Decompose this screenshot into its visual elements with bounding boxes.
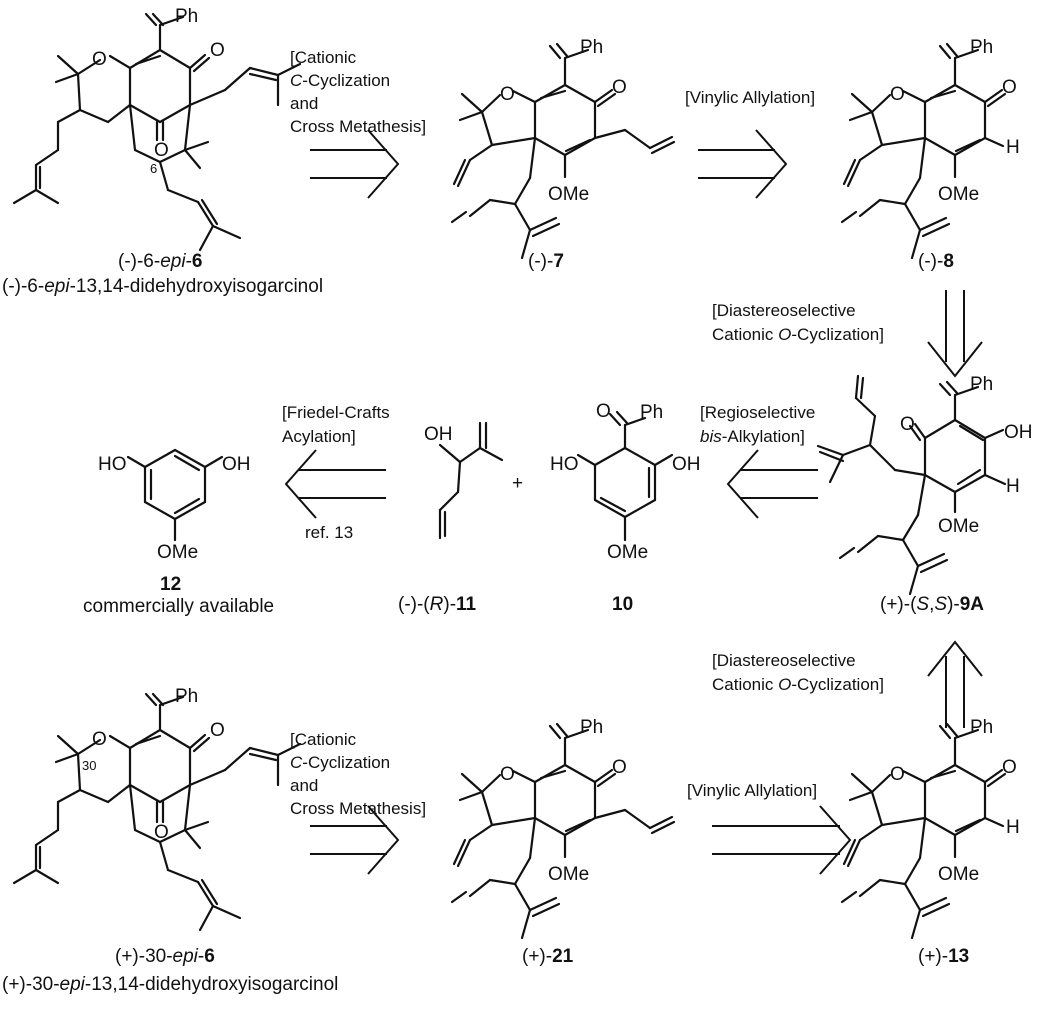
c8-ketone-o-atom: O — [1002, 77, 1017, 98]
compound-21-structure — [450, 722, 676, 940]
cond-top1-line1: [Cationic — [290, 48, 357, 67]
c12-oh-atom: OH — [222, 454, 251, 475]
c7-ph-atom: Ph — [580, 37, 603, 58]
c7-ketone-o-atom: O — [612, 77, 627, 98]
cond-mid2-ref: ref. 13 — [305, 523, 353, 542]
c21-ph-atom: Ph — [580, 717, 603, 738]
c13-ring-o-atom: O — [890, 764, 905, 785]
compound-11-structure — [438, 421, 504, 540]
cond-mid2-line1: [Friedel-Crafts — [282, 403, 390, 422]
c9a-h-atom: H — [1006, 476, 1020, 497]
compound-9A-structure — [816, 374, 1007, 596]
c30-stereo-tag: 30 — [82, 758, 96, 773]
c12-note: commercially available — [83, 596, 274, 617]
cond-mid2-line2: Acylation] — [282, 427, 356, 446]
cond-top1-line2: C-Cyclization — [290, 71, 390, 90]
cond-bot2-line1: [Vinylic Allylation] — [687, 781, 817, 800]
c10-ome-atom: OMe — [607, 542, 648, 563]
c6-name: (-)-6-epi-13,14-didehydroxyisogarcinol — [2, 276, 323, 297]
cond-mid1-line1: [Regioselective — [700, 403, 815, 422]
c30-label: (+)-30-epi-6 — [115, 946, 215, 967]
c9a-ome-atom: OMe — [938, 516, 979, 537]
c12-ome-atom: OMe — [157, 542, 198, 563]
compound-10-structure — [576, 410, 674, 542]
c10-ho-atom: HO — [550, 454, 579, 475]
c11-label: (-)-(R)-11 — [398, 594, 477, 615]
c13-ome-atom: OMe — [938, 864, 979, 885]
retro-arrow-up — [927, 640, 983, 728]
cond-bot1-line3: and — [290, 776, 318, 795]
compound-7-structure — [450, 42, 676, 260]
c13-ph-atom: Ph — [970, 717, 993, 738]
cond-bot1-line4: Cross Metathesis] — [290, 799, 426, 818]
cond-mid1-line2: bis-Alkylation] — [700, 427, 805, 446]
c9a-ph-atom: Ph — [970, 374, 993, 395]
c12-label: 12 — [160, 574, 181, 595]
c8-label: (-)-8 — [918, 251, 954, 272]
c8-ph-atom: Ph — [970, 37, 993, 58]
c9a-ketone-o-atom: O — [900, 414, 915, 435]
c8-ring-o-atom: O — [890, 84, 905, 105]
c13-label: (+)-13 — [918, 946, 969, 967]
c9a-oh-atom: OH — [1004, 422, 1033, 443]
c7-ome-atom: OMe — [548, 184, 589, 205]
cond-up1-line1: [Diastereoselective — [712, 651, 856, 670]
cond-up1-line2: Cationic O-Cyclization] — [712, 675, 884, 694]
retro-arrow-top-1 — [310, 129, 400, 199]
c6-ph-atom: Ph — [175, 6, 198, 27]
c21-ketone-o-atom: O — [612, 757, 627, 778]
cond-down1-line2: Cationic O-Cyclization] — [712, 325, 884, 344]
retro-arrow-top-2 — [698, 129, 788, 199]
c8-ome-atom: OMe — [938, 184, 979, 205]
c10-ph-atom: Ph — [640, 402, 663, 423]
c10-o-atom: O — [596, 401, 611, 422]
c30-ph-atom: Ph — [175, 686, 198, 707]
c13-h-atom: H — [1006, 817, 1020, 838]
retro-arrow-mid-1 — [726, 449, 818, 519]
c8-h-atom: H — [1006, 137, 1020, 158]
retro-arrow-down — [927, 290, 983, 378]
c21-ome-atom: OMe — [548, 864, 589, 885]
c13-ketone-o-atom: O — [1002, 757, 1017, 778]
c11-oh-atom: OH — [424, 424, 453, 445]
c7-ring-o-atom: O — [500, 84, 515, 105]
cond-bot1-line1: [Cationic — [290, 730, 357, 749]
cond-bot1-line2: C-Cyclization — [290, 753, 390, 772]
c12-ho-atom: HO — [98, 454, 127, 475]
c6-label: (-)-6-epi-6 — [118, 251, 202, 272]
c30-name: (+)-30-epi-13,14-didehydroxyisogarcinol — [2, 974, 338, 995]
compound-30-epi-6-structure — [12, 692, 302, 932]
c10-label: 10 — [612, 594, 633, 615]
c30-ring-o-atom: O — [92, 729, 107, 750]
plus-sign: + — [512, 473, 523, 494]
cond-top2-line1: [Vinylic Allylation] — [685, 88, 815, 107]
cond-top1-line4: Cross Metathesis] — [290, 117, 426, 136]
cond-down1-line1: [Diastereoselective — [712, 301, 856, 320]
compound-13-structure — [840, 722, 1007, 940]
c9a-label: (+)-(S,S)-9A — [880, 594, 984, 615]
c6-stereo-tag: 6 — [150, 161, 157, 176]
c6-bridge-o-atom: O — [154, 140, 169, 161]
retro-arrow-bottom-1 — [310, 805, 400, 875]
c10-oh-atom: OH — [672, 454, 701, 475]
c21-ring-o-atom: O — [500, 764, 515, 785]
c6-ketone-o-atom: O — [210, 40, 225, 61]
cond-top1-line3: and — [290, 94, 318, 113]
c7-label: (-)-7 — [528, 251, 564, 272]
compound-12-structure — [126, 448, 224, 542]
c6-ring-o-atom: O — [92, 49, 107, 70]
c30-bridge-o-atom: O — [154, 822, 169, 843]
c30-ketone-o-atom: O — [210, 720, 225, 741]
c21-label: (+)-21 — [522, 946, 574, 967]
retro-arrow-bottom-2 — [712, 805, 852, 875]
compound-6-epi-6-structure — [12, 12, 302, 252]
retro-arrow-mid-2 — [284, 449, 386, 519]
compound-8-structure — [840, 42, 1007, 260]
